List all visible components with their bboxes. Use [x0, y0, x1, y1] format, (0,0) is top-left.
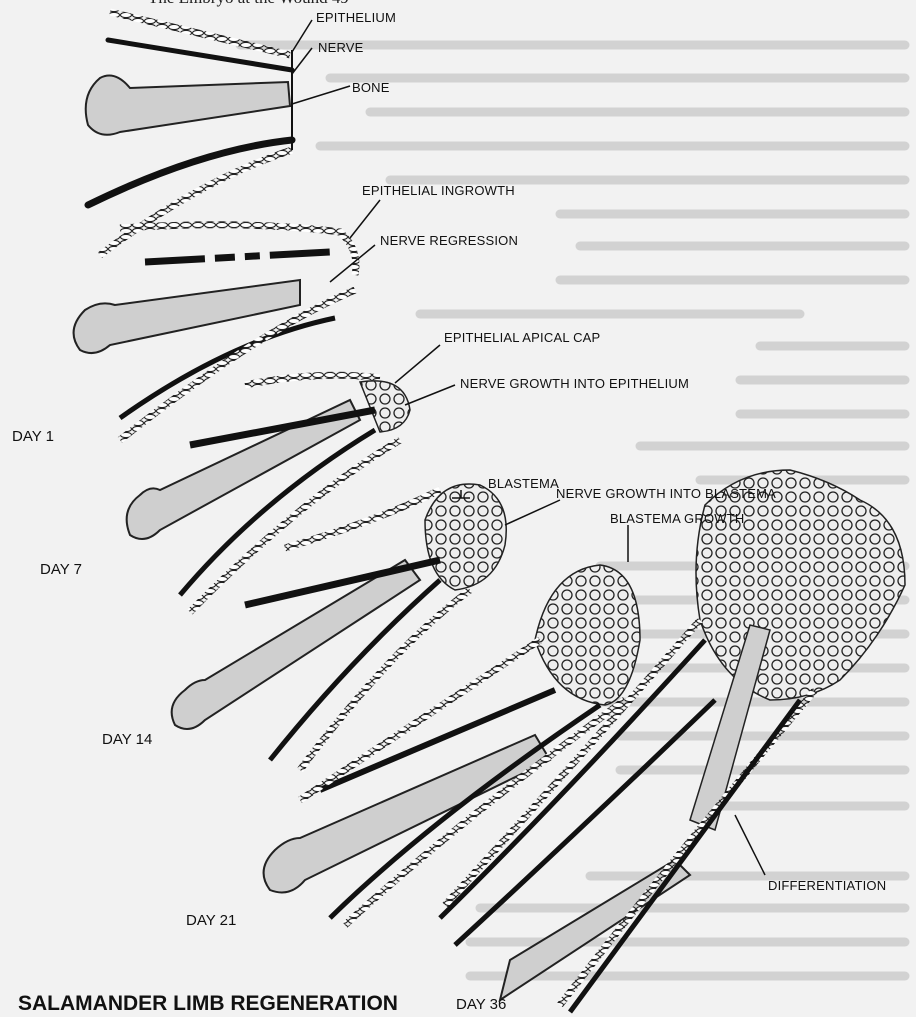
label-nerve: NERVE [318, 40, 364, 55]
label-day-7: DAY 7 [40, 561, 82, 578]
bone-shape [172, 560, 420, 729]
stage-epithelial-ingrowth [74, 200, 380, 440]
label-day-1: DAY 1 [12, 428, 54, 445]
bone-shape [74, 280, 300, 353]
stage-day-7 [172, 484, 560, 770]
epithelium-strand [100, 150, 292, 255]
epithelium-strand [285, 490, 440, 548]
blastema [425, 484, 506, 590]
epithelium-strand [110, 12, 290, 55]
page-header: The Embryo at the Wound 49 [148, 0, 349, 8]
label-day-36: DAY 36 [456, 996, 506, 1013]
label-blastema-growth: BLASTEMA GROWTH [610, 511, 744, 526]
apical-cap [360, 381, 410, 432]
label-nerve-growth-into-epithelium: NERVE GROWTH INTO EPITHELIUM [460, 376, 689, 391]
label-epithelial-ingrowth: EPITHELIAL INGROWTH [362, 183, 515, 198]
nerve-line [145, 252, 330, 262]
blastema [535, 565, 640, 705]
label-blastema: BLASTEMA [488, 476, 559, 491]
label-nerve-regression: NERVE REGRESSION [380, 233, 518, 248]
diagram-title: SALAMANDER LIMB REGENERATION [18, 992, 398, 1016]
label-epithelial-apical-cap: EPITHELIAL APICAL CAP [444, 330, 600, 345]
label-bone: BONE [352, 80, 390, 95]
stage-day-21 [440, 470, 905, 1012]
epithelium-strand [245, 375, 380, 385]
bone-shape [86, 76, 290, 135]
label-epithelium: EPITHELIUM [316, 10, 396, 25]
label-nerve-growth-into-blastema: NERVE GROWTH INTO BLASTEMA [556, 486, 776, 501]
label-day-21: DAY 21 [186, 912, 236, 929]
label-differentiation: DIFFERENTIATION [768, 878, 886, 893]
label-day-14: DAY 14 [102, 731, 152, 748]
